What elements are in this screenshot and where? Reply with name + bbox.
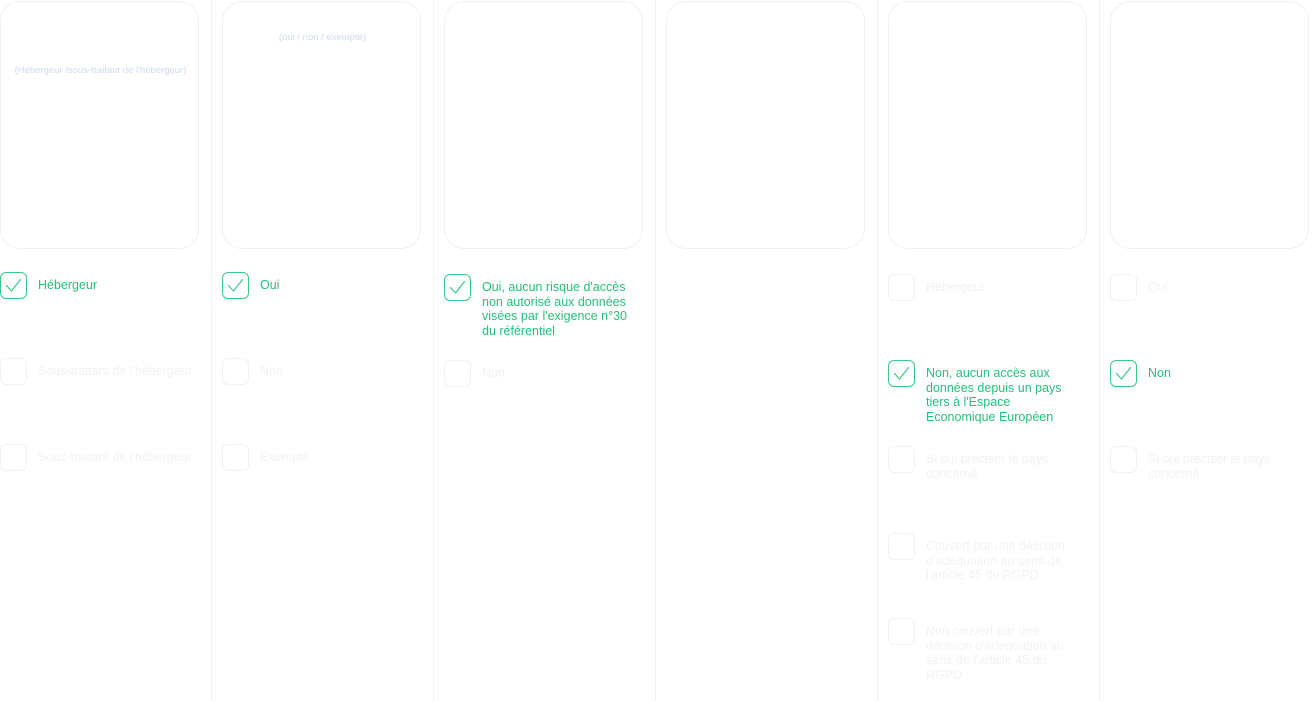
checkbox[interactable] (888, 533, 915, 560)
checkbox[interactable] (1110, 274, 1137, 301)
header-card (888, 1, 1087, 249)
header-hint: (Hébergeur /sous-traitant de l'hébergeur… (14, 65, 187, 76)
header-card (1110, 1, 1309, 249)
option-label: Si oui préciser le pays concerné (926, 452, 1049, 481)
checkbox[interactable] (1110, 360, 1137, 387)
option-label: Oui (1148, 280, 1168, 294)
option-label: Hébergeur (38, 278, 98, 292)
option-label: Non (260, 364, 283, 378)
checkbox[interactable] (888, 274, 915, 301)
header-card: (oui / non / exempté) (222, 1, 421, 249)
option-label: Non, aucun accès aux données depuis un p… (926, 366, 1062, 424)
option-label: Non (1148, 366, 1171, 380)
checkbox[interactable] (888, 618, 915, 645)
checkmark-icon (5, 278, 22, 292)
checkbox[interactable] (0, 272, 27, 299)
option-label: Non couvert par une décision d'adéquatio… (926, 624, 1064, 682)
checkmark-icon (449, 280, 466, 294)
header-card (444, 1, 643, 249)
option-label: Sous-traitant de l'hébergeur (38, 450, 192, 464)
checkbox[interactable] (1110, 446, 1137, 473)
checkbox[interactable] (0, 444, 27, 471)
option-label: Couvert par une décision d'adéquation au… (926, 539, 1065, 582)
header-hint: (oui / non / exempté) (278, 32, 367, 43)
checkbox[interactable] (888, 446, 915, 473)
header-card (666, 1, 865, 249)
column-divider (655, 0, 656, 701)
checkbox[interactable] (888, 360, 915, 387)
option-label: Si oui préciser le pays concerné (1148, 452, 1271, 481)
column-certification: (oui / non / exempté) Oui Non Exempté (222, 0, 444, 701)
option-label: Exempté (260, 450, 310, 464)
checkbox[interactable] (222, 272, 249, 299)
column-transfer: Oui Non Si oui préciser le pays concerné (1110, 0, 1312, 701)
checkbox[interactable] (444, 360, 471, 387)
checkbox[interactable] (222, 444, 249, 471)
column-divider (433, 0, 434, 701)
checkbox[interactable] (0, 358, 27, 385)
column-data-access-risk: Oui, aucun risque d'accès non autorisé a… (444, 0, 666, 701)
column-divider (211, 0, 212, 701)
column-hosting-role: (Hébergeur /sous-traitant de l'hébergeur… (0, 0, 222, 701)
checkmark-icon (893, 366, 910, 380)
column-empty (666, 0, 888, 701)
header-card: (Hébergeur /sous-traitant de l'hébergeur… (0, 1, 199, 249)
column-divider (877, 0, 878, 701)
option-label: Hébergeur (926, 280, 986, 294)
option-label: Oui (260, 278, 280, 292)
option-label: Sous-traitant de l'hébergeur (38, 364, 192, 378)
checkmark-icon (227, 278, 244, 292)
column-divider (1099, 0, 1100, 701)
checkbox[interactable] (222, 358, 249, 385)
checkmark-icon (1115, 366, 1132, 380)
column-third-country-access: Hébergeur Non, aucun accès aux données d… (888, 0, 1110, 701)
checkbox[interactable] (444, 274, 471, 301)
option-label: Oui, aucun risque d'accès non autorisé a… (482, 280, 627, 338)
option-label: Non (482, 366, 505, 380)
